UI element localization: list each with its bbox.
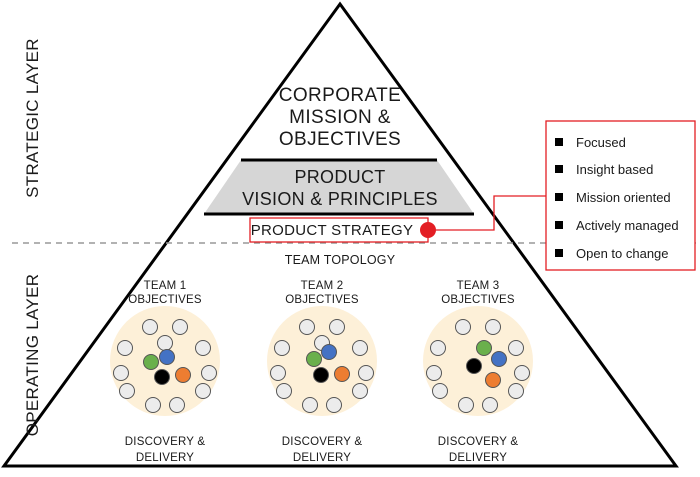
team-member-dot	[426, 365, 442, 381]
orange-member-dot	[485, 372, 501, 388]
property-item: Actively managed	[576, 218, 679, 233]
team-objectives-line-2: OBJECTIVES	[441, 294, 515, 306]
team-member-dot	[270, 365, 286, 381]
team-member-dot	[482, 397, 498, 413]
team-member-dot	[508, 383, 524, 399]
vision-line-2: VISION & PRINCIPLES	[242, 189, 438, 209]
team-member-dot	[430, 340, 446, 356]
black-member-dot	[466, 358, 482, 374]
property-item: Insight based	[576, 162, 653, 177]
team-member-dot	[352, 383, 368, 399]
product-strategy-box	[249, 217, 429, 243]
black-member-dot	[313, 367, 329, 383]
team-delivery-line-1: DISCOVERY &	[282, 436, 363, 448]
team-member-dot	[458, 397, 474, 413]
green-member-dot	[143, 354, 159, 370]
team-objectives-line-2: OBJECTIVES	[285, 294, 359, 306]
team-member-dot	[508, 340, 524, 356]
team-member-dot	[142, 319, 158, 335]
bullet-square-icon	[555, 193, 563, 201]
team-member-dot	[329, 319, 345, 335]
team-member-dot	[299, 319, 315, 335]
black-member-dot	[154, 369, 170, 385]
team-member-dot	[274, 340, 290, 356]
team-delivery-line-2: DELIVERY	[449, 452, 507, 464]
team-member-dot	[113, 365, 129, 381]
team-cluster: TEAM 2 OBJECTIVES DISCOVERY & DELIVERY	[267, 280, 377, 464]
team-cluster: TEAM 3 OBJECTIVES DISCOVERY & DELIVERY	[423, 280, 533, 464]
team-objectives-line-2: OBJECTIVES	[128, 294, 202, 306]
team-member-dot	[352, 340, 368, 356]
team-member-dot	[485, 319, 501, 335]
pyramid-outline	[1, 1, 679, 468]
vision-line-1: PRODUCT	[294, 167, 385, 187]
strategic-layer-label: STRATEGIC LAYER	[23, 38, 42, 198]
team-member-dot	[157, 335, 173, 351]
blue-member-dot	[491, 351, 507, 367]
team-circle	[267, 306, 377, 416]
team-delivery-line-1: DISCOVERY &	[125, 436, 206, 448]
team-member-dot	[117, 340, 133, 356]
team-topology-label: TEAM TOPOLOGY	[285, 253, 396, 267]
property-item: Open to change	[576, 246, 669, 261]
team-cluster: TEAM 1 OBJECTIVES DISCOVERY & DELIVERY	[110, 280, 220, 464]
property-item: Mission oriented	[576, 190, 671, 205]
green-member-dot	[306, 351, 322, 367]
strategy-connector-dot	[420, 222, 436, 238]
team-member-dot	[195, 383, 211, 399]
team-member-dot	[169, 397, 185, 413]
orange-member-dot	[175, 367, 191, 383]
mission-line-2: MISSION &	[289, 107, 391, 128]
product-strategy-label: PRODUCT STRATEGY	[251, 222, 414, 239]
bullet-square-icon	[555, 249, 563, 257]
team-member-dot	[514, 365, 530, 381]
team-member-dot	[276, 383, 292, 399]
team-member-dot	[145, 397, 161, 413]
green-member-dot	[476, 340, 492, 356]
mission-line-3: OBJECTIVES	[279, 129, 401, 150]
team-delivery-line-2: DELIVERY	[136, 452, 194, 464]
blue-member-dot	[321, 344, 337, 360]
mission-line-1: CORPORATE	[279, 85, 402, 106]
strategy-properties-box	[545, 120, 696, 271]
team-objectives-line-1: TEAM 1	[144, 280, 187, 292]
team-member-dot	[201, 365, 217, 381]
team-member-dot	[195, 340, 211, 356]
vision-band	[204, 160, 474, 214]
bullet-square-icon	[555, 165, 563, 173]
team-member-dot	[302, 397, 318, 413]
blue-member-dot	[159, 349, 175, 365]
team-objectives-line-1: TEAM 3	[457, 280, 500, 292]
bullet-square-icon	[555, 138, 563, 146]
strategy-properties-list: Focused Insight based Mission oriented A…	[555, 135, 679, 261]
team-member-dot	[455, 319, 471, 335]
team-member-dot	[358, 365, 374, 381]
team-member-dot	[172, 319, 188, 335]
property-item: Focused	[576, 135, 626, 150]
bullet-square-icon	[555, 221, 563, 229]
team-objectives-line-1: TEAM 2	[301, 280, 344, 292]
team-member-dot	[326, 397, 342, 413]
team-delivery-line-2: DELIVERY	[293, 452, 351, 464]
operating-layer-label: OPERATING LAYER	[23, 274, 42, 437]
team-delivery-line-1: DISCOVERY &	[438, 436, 519, 448]
team-member-dot	[119, 383, 135, 399]
team-member-dot	[432, 383, 448, 399]
strategy-connector	[436, 195, 546, 231]
orange-member-dot	[334, 366, 350, 382]
